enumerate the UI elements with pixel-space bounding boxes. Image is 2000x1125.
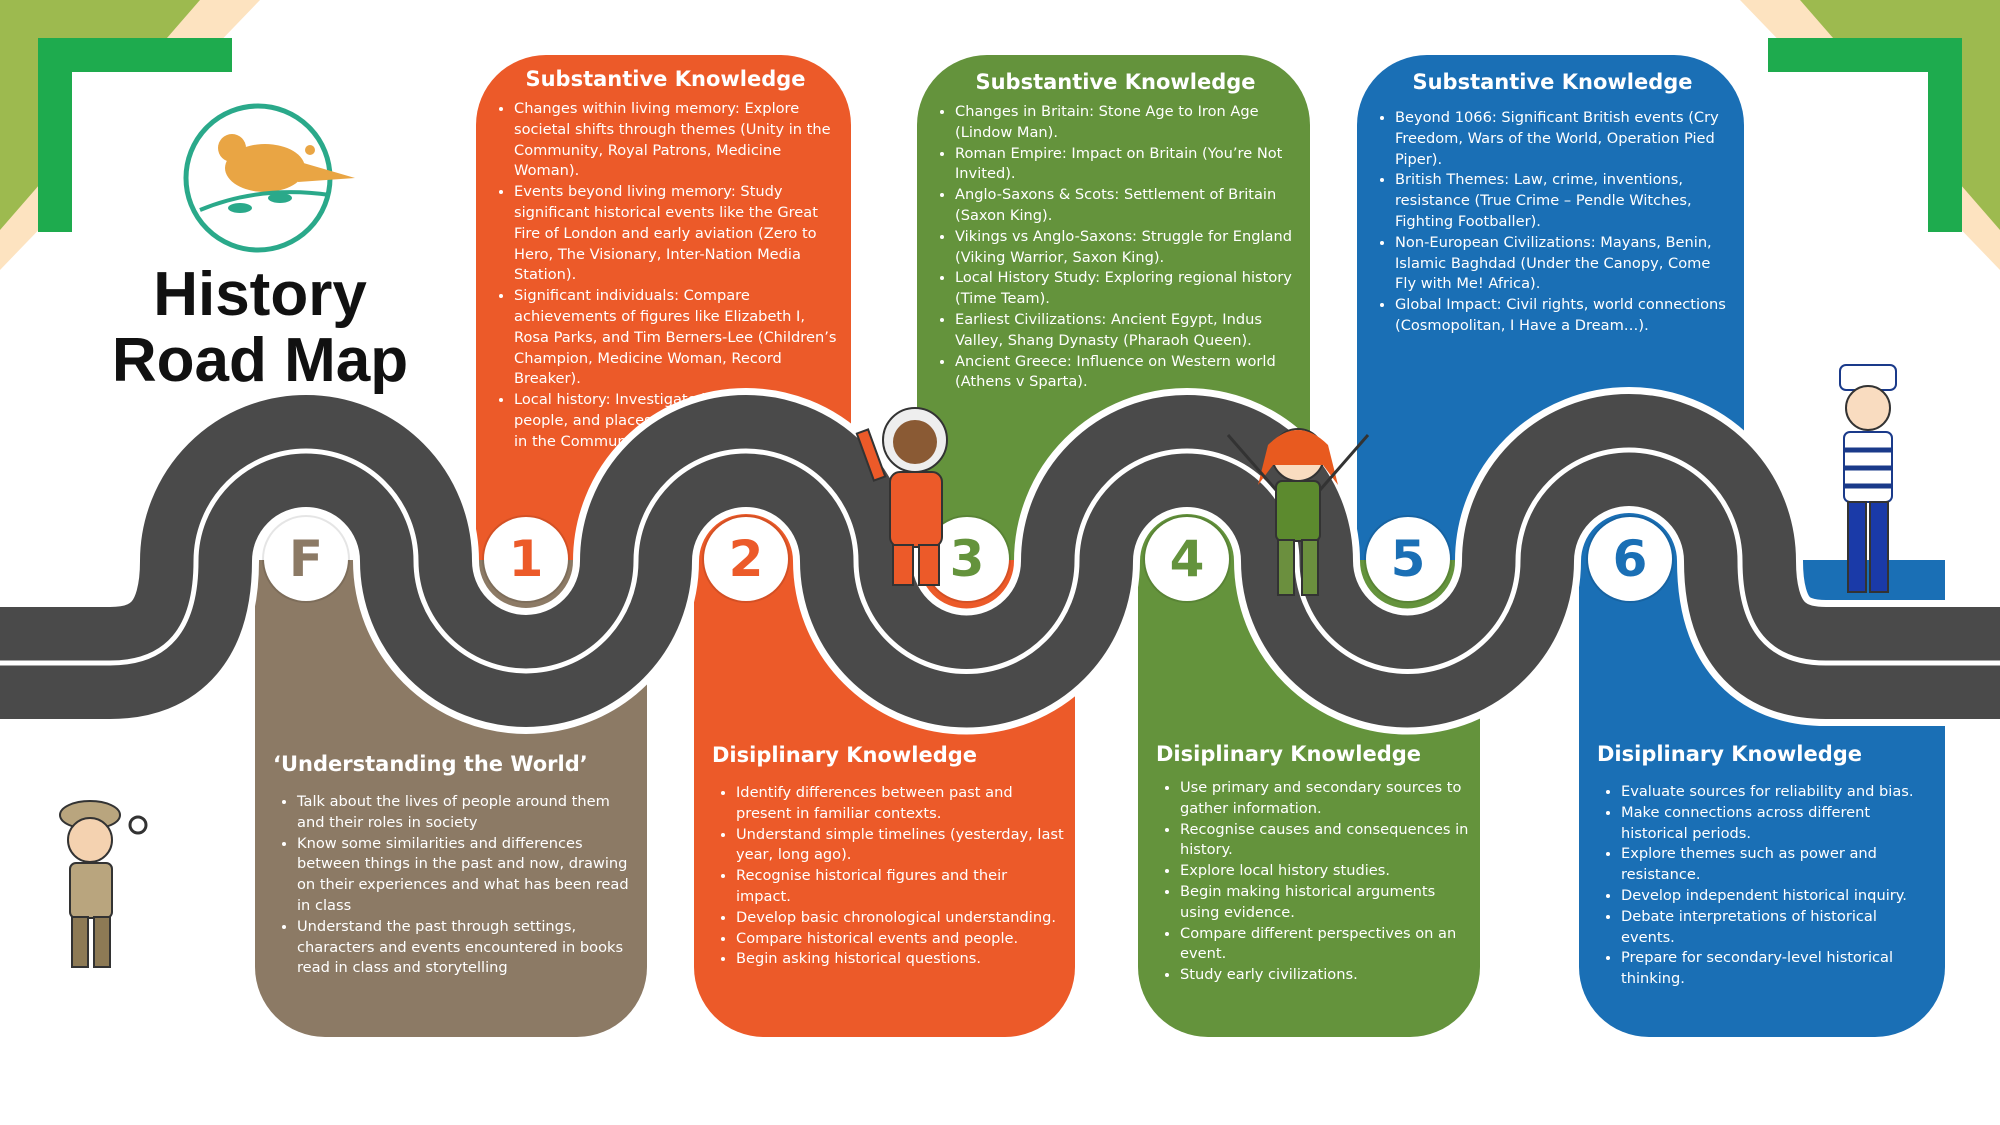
list-item: Global Impact: Civil rights, world conne…: [1395, 295, 1734, 337]
stage-5-marker: 5: [1366, 517, 1450, 601]
page-title: History Road Map: [90, 262, 430, 394]
list-item: Know some similarities and differences b…: [297, 834, 637, 917]
list-item: British Themes: Law, crime, inventions, …: [1395, 170, 1734, 232]
bird-logo-icon: [183, 103, 355, 253]
list-item: Develop basic chronological understandin…: [736, 908, 1065, 929]
card-heading: Substantive Knowledge: [975, 70, 1256, 94]
corner-chevron-decoration-left: [0, 0, 260, 270]
list-item: Make connections across different histor…: [1621, 803, 1935, 845]
list-item: Changes in Britain: Stone Age to Iron Ag…: [955, 102, 1300, 144]
stage-1-marker: 1: [484, 517, 568, 601]
list-item: Debate interpretations of historical eve…: [1621, 907, 1935, 949]
card-heading: Substantive Knowledge: [1412, 70, 1693, 94]
card-heading: Disiplinary Knowledge: [1156, 742, 1422, 766]
list-item: Use primary and secondary sources to gat…: [1180, 778, 1470, 820]
list-item: Compare different perspectives on an eve…: [1180, 924, 1470, 966]
list-item: Roman Empire: Impact on Britain (You’re …: [955, 144, 1300, 186]
list-item: Identify differences between past and pr…: [736, 783, 1065, 825]
card-bullet-list: Beyond 1066: Significant British events …: [1371, 108, 1734, 337]
list-item: Begin making historical arguments using …: [1180, 882, 1470, 924]
card-heading: Disiplinary Knowledge: [712, 743, 978, 767]
list-item: Begin asking historical questions.: [736, 949, 1065, 970]
arctic-explorer-character-illustration: [855, 407, 948, 586]
list-item: Significant individuals: Compare achieve…: [514, 286, 841, 390]
explorer-character-illustration: [59, 800, 148, 968]
list-item: Vikings vs Anglo-Saxons: Struggle for En…: [955, 227, 1300, 269]
list-item: Understand the past through settings, ch…: [297, 917, 637, 979]
list-item: Recognise causes and consequences in his…: [1180, 820, 1470, 862]
stage-f-marker: F: [264, 517, 348, 601]
list-item: Explore local history studies.: [1180, 861, 1470, 882]
card-bullet-list: Use primary and secondary sources to gat…: [1156, 778, 1470, 986]
list-item: Non-European Civilizations: Mayans, Beni…: [1395, 233, 1734, 295]
card-heading: Substantive Knowledge: [525, 67, 806, 91]
stage-2-marker: 2: [704, 517, 788, 601]
list-item: Earliest Civilizations: Ancient Egypt, I…: [955, 310, 1300, 352]
list-item: Talk about the lives of people around th…: [297, 792, 637, 834]
list-item: Changes within living memory: Explore so…: [514, 99, 841, 182]
title-line-2: Road Map: [111, 326, 409, 395]
stage-4-marker: 4: [1145, 517, 1229, 601]
corner-chevron-decoration-right: [1740, 0, 2000, 270]
list-item: Explore themes such as power and resista…: [1621, 844, 1935, 886]
list-item: Ancient Greece: Influence on Western wor…: [955, 352, 1300, 394]
list-item: Develop independent historical inquiry.: [1621, 886, 1935, 907]
list-item: Understand simple timelines (yesterday, …: [736, 825, 1065, 867]
card-bullet-list: Changes in Britain: Stone Age to Iron Ag…: [931, 102, 1300, 393]
girl-character-illustration: [1226, 428, 1370, 596]
title-line-1: History: [153, 260, 367, 329]
list-item: Study early civilizations.: [1180, 965, 1470, 986]
card-bullet-list: Identify differences between past and pr…: [712, 783, 1065, 970]
list-item: Anglo-Saxons & Scots: Settlement of Brit…: [955, 185, 1300, 227]
card-bullet-list: Talk about the lives of people around th…: [273, 792, 637, 979]
list-item: Evaluate sources for reliability and bia…: [1621, 782, 1935, 803]
list-item: Recognise historical figures and their i…: [736, 866, 1065, 908]
stage-1-substantive-card: Substantive Knowledge Changes within liv…: [476, 55, 851, 575]
list-item: Prepare for secondary-level historical t…: [1621, 948, 1935, 990]
card-heading: Disiplinary Knowledge: [1597, 742, 1863, 766]
card-heading: ‘Understanding the World’: [273, 752, 588, 776]
list-item: Beyond 1066: Significant British events …: [1395, 108, 1734, 170]
list-item: Local History Study: Exploring regional …: [955, 268, 1300, 310]
list-item: Compare historical events and people.: [736, 929, 1065, 950]
sailor-character-illustration: [1839, 364, 1897, 593]
list-item: Events beyond living memory: Study signi…: [514, 182, 841, 286]
card-bullet-list: Evaluate sources for reliability and bia…: [1597, 782, 1935, 990]
stage-6-marker: 6: [1588, 517, 1672, 601]
